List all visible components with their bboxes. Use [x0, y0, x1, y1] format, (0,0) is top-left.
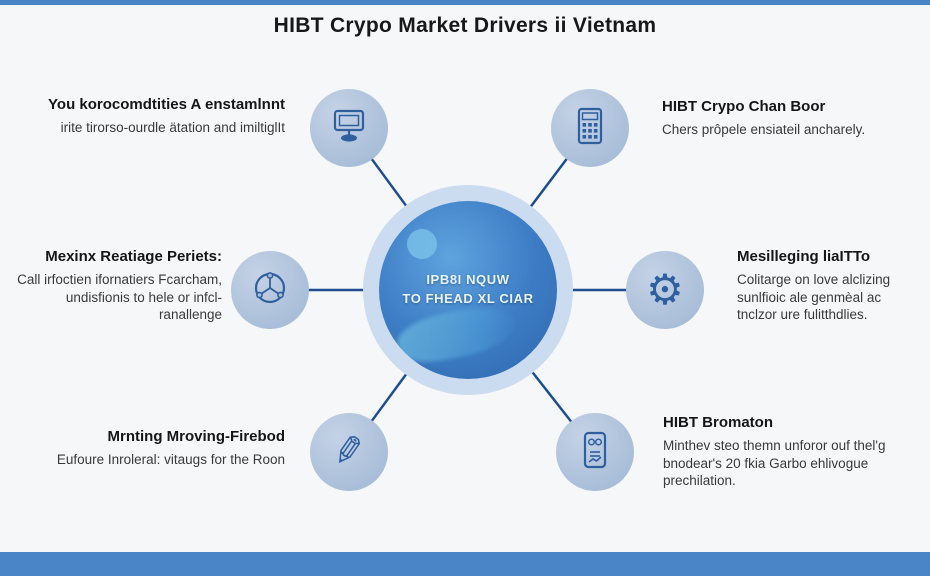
- node-bottom-right: [556, 413, 634, 491]
- node-top-left: [310, 89, 388, 167]
- calculator-icon: [568, 104, 612, 153]
- gear-icon: ⚙: [646, 266, 684, 313]
- section-mid-right: Mesilleging liaITTo Colitarge on love al…: [737, 248, 922, 324]
- section-heading: Mexinx Reatiage Periets:: [45, 248, 222, 265]
- central-label-line1: IPB8I NQUW: [426, 272, 510, 288]
- section-top-left: You korocomdtities A enstamlnnt irite ti…: [18, 96, 285, 137]
- central-label-line2: TO FHEAD XL CIAR: [402, 291, 534, 306]
- network-gauge-icon: [248, 266, 292, 315]
- node-top-right: [551, 89, 629, 167]
- page-title: HIBT Crypo Market Drivers ii Vietnam: [273, 14, 657, 37]
- section-body: Minthev steo themn unforor ouf thel'g bn…: [663, 437, 886, 489]
- section-mid-left: Mexinx Reatiage Periets: Call irfoctien …: [5, 248, 222, 324]
- section-body: Eufoure Inroleral: vitaugs for the Roon: [56, 451, 285, 467]
- section-body: Call irfoctien ifornatiers Fcarcham, und…: [17, 271, 222, 323]
- central-label: IPB8I NQUW TO FHEAD XL CIAR: [402, 271, 533, 309]
- section-body: Chers prôpele ensiateil ancharely.: [662, 121, 866, 137]
- section-heading: Mesilleging liaITTo: [737, 248, 871, 265]
- bottom-accent-bar: [0, 552, 930, 576]
- section-bottom-left: Mrnting Mroving-Firebod Eufoure Inrolera…: [22, 428, 285, 469]
- node-mid-right: ⚙: [626, 251, 704, 329]
- section-heading: HIBT Crypo Chan Boor: [662, 98, 826, 115]
- central-node: IPB8I NQUW TO FHEAD XL CIAR: [363, 185, 573, 395]
- section-body: irite tirorso-ourdle ätation and imiltig…: [60, 119, 285, 135]
- node-bottom-left: ✎: [310, 413, 388, 491]
- node-mid-left: [231, 251, 309, 329]
- phone-chart-icon: [573, 428, 617, 477]
- monitor-icon: [327, 104, 371, 153]
- highlight-dot: [407, 229, 437, 259]
- section-top-right: HIBT Crypo Chan Boor Chers prôpele ensia…: [662, 98, 918, 139]
- top-accent-bar: [0, 0, 930, 5]
- section-heading: Mrnting Mroving-Firebod: [107, 428, 285, 445]
- section-bottom-right: HIBT Bromaton Minthev steo themn unforor…: [663, 414, 921, 490]
- section-heading: HIBT Bromaton: [663, 414, 773, 431]
- section-heading: You korocomdtities A enstamlnnt: [48, 96, 285, 113]
- pencil-icon: ✎: [329, 428, 369, 476]
- central-circle: IPB8I NQUW TO FHEAD XL CIAR: [379, 201, 557, 379]
- swoosh-decoration: [393, 299, 521, 369]
- section-body: Colitarge on love alclizing sunlfioic al…: [737, 271, 891, 323]
